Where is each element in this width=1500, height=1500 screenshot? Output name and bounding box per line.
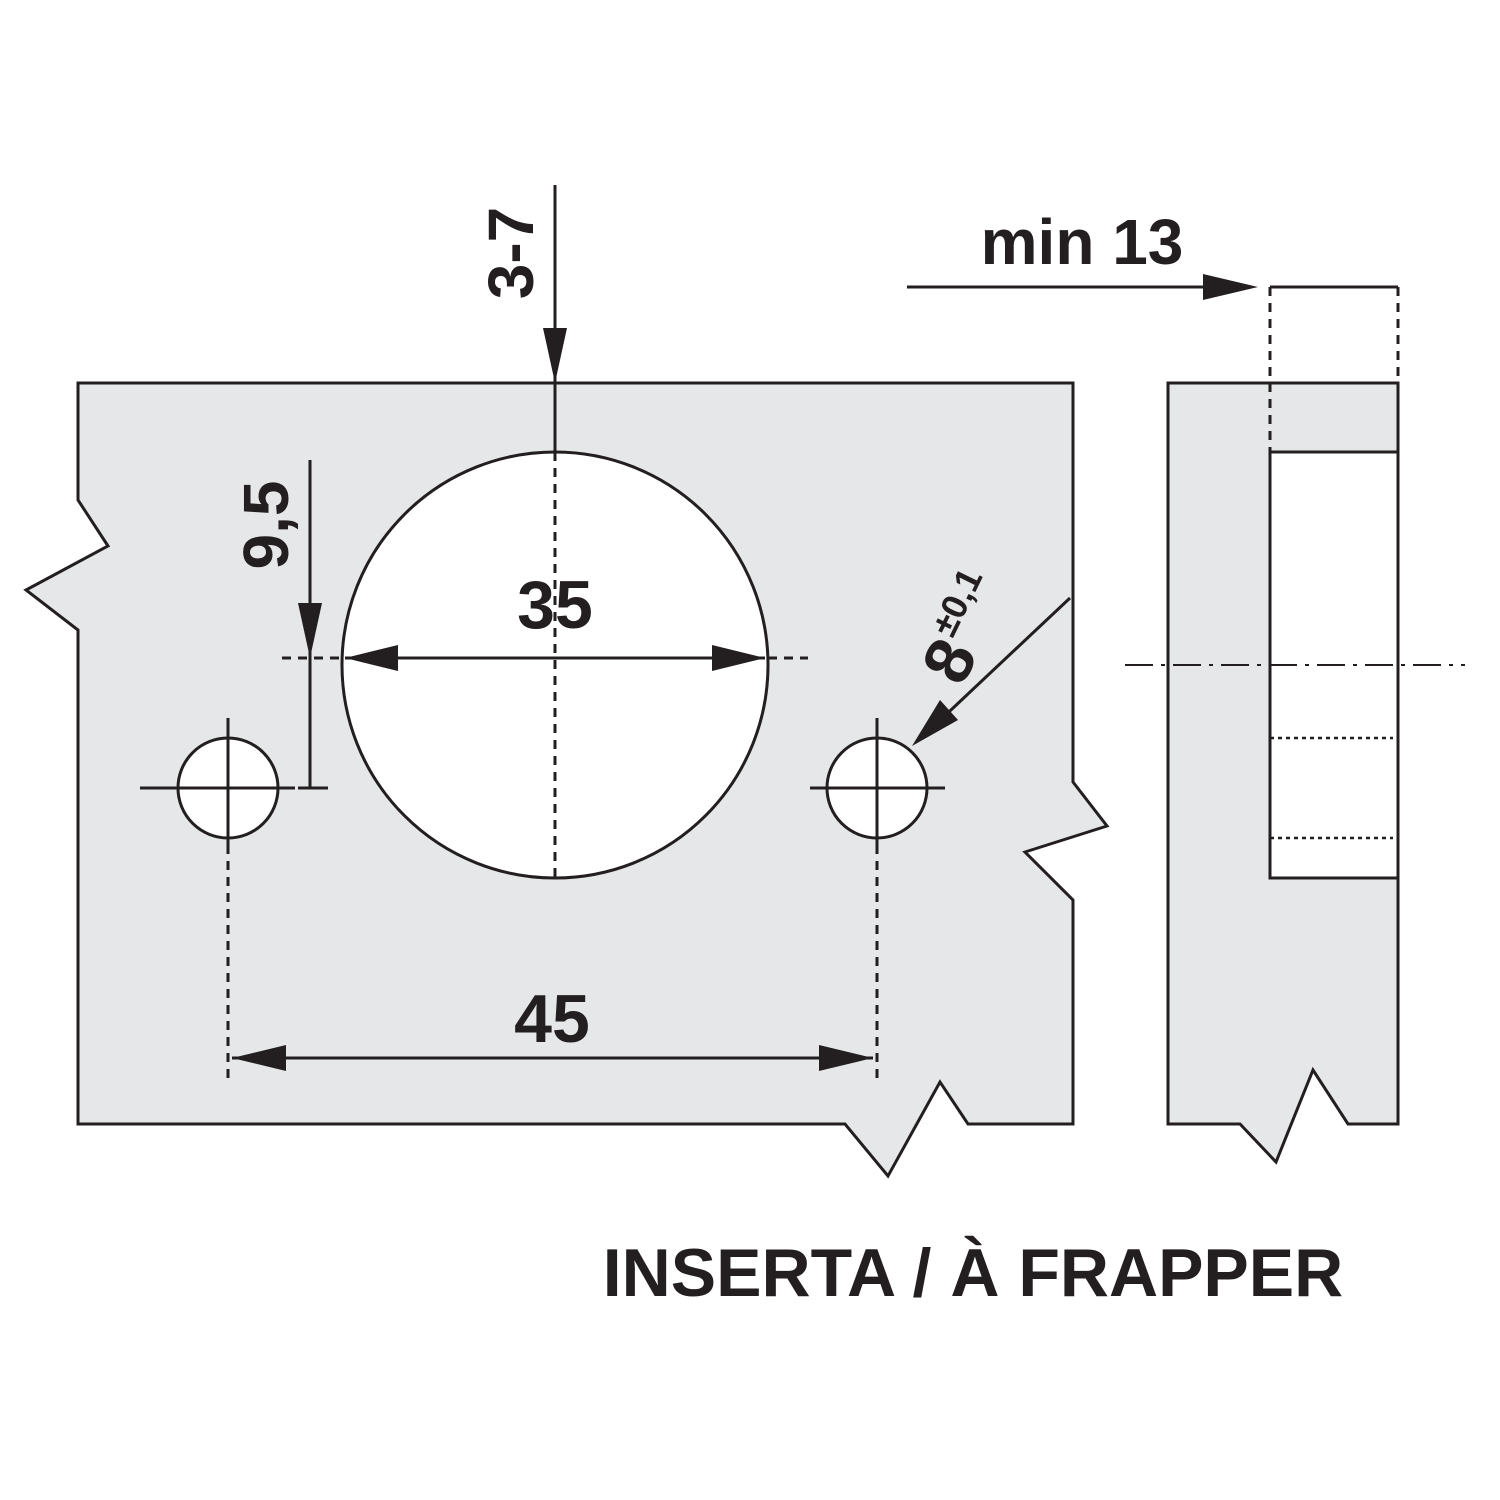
- cup-diameter-label: 35: [517, 567, 593, 643]
- offset-label: 9,5: [230, 481, 302, 570]
- cup-diameter-dimension: [345, 645, 765, 671]
- screw-hole-right: [810, 718, 945, 1085]
- hole-spacing-dimension: [232, 1045, 873, 1071]
- diagram-caption: INSERTA / À FRAPPER: [603, 1235, 1344, 1311]
- hole-spacing-label: 45: [514, 981, 590, 1057]
- min-thickness-label: min 13: [981, 206, 1184, 278]
- depth-label: 3-7: [475, 207, 547, 300]
- depth-dimension: [543, 185, 567, 452]
- min-thickness-arrow: [907, 274, 1258, 300]
- screw-hole-left: [140, 718, 295, 1085]
- hole-diameter-leader: [912, 596, 1072, 746]
- offset-dimension: [298, 460, 328, 790]
